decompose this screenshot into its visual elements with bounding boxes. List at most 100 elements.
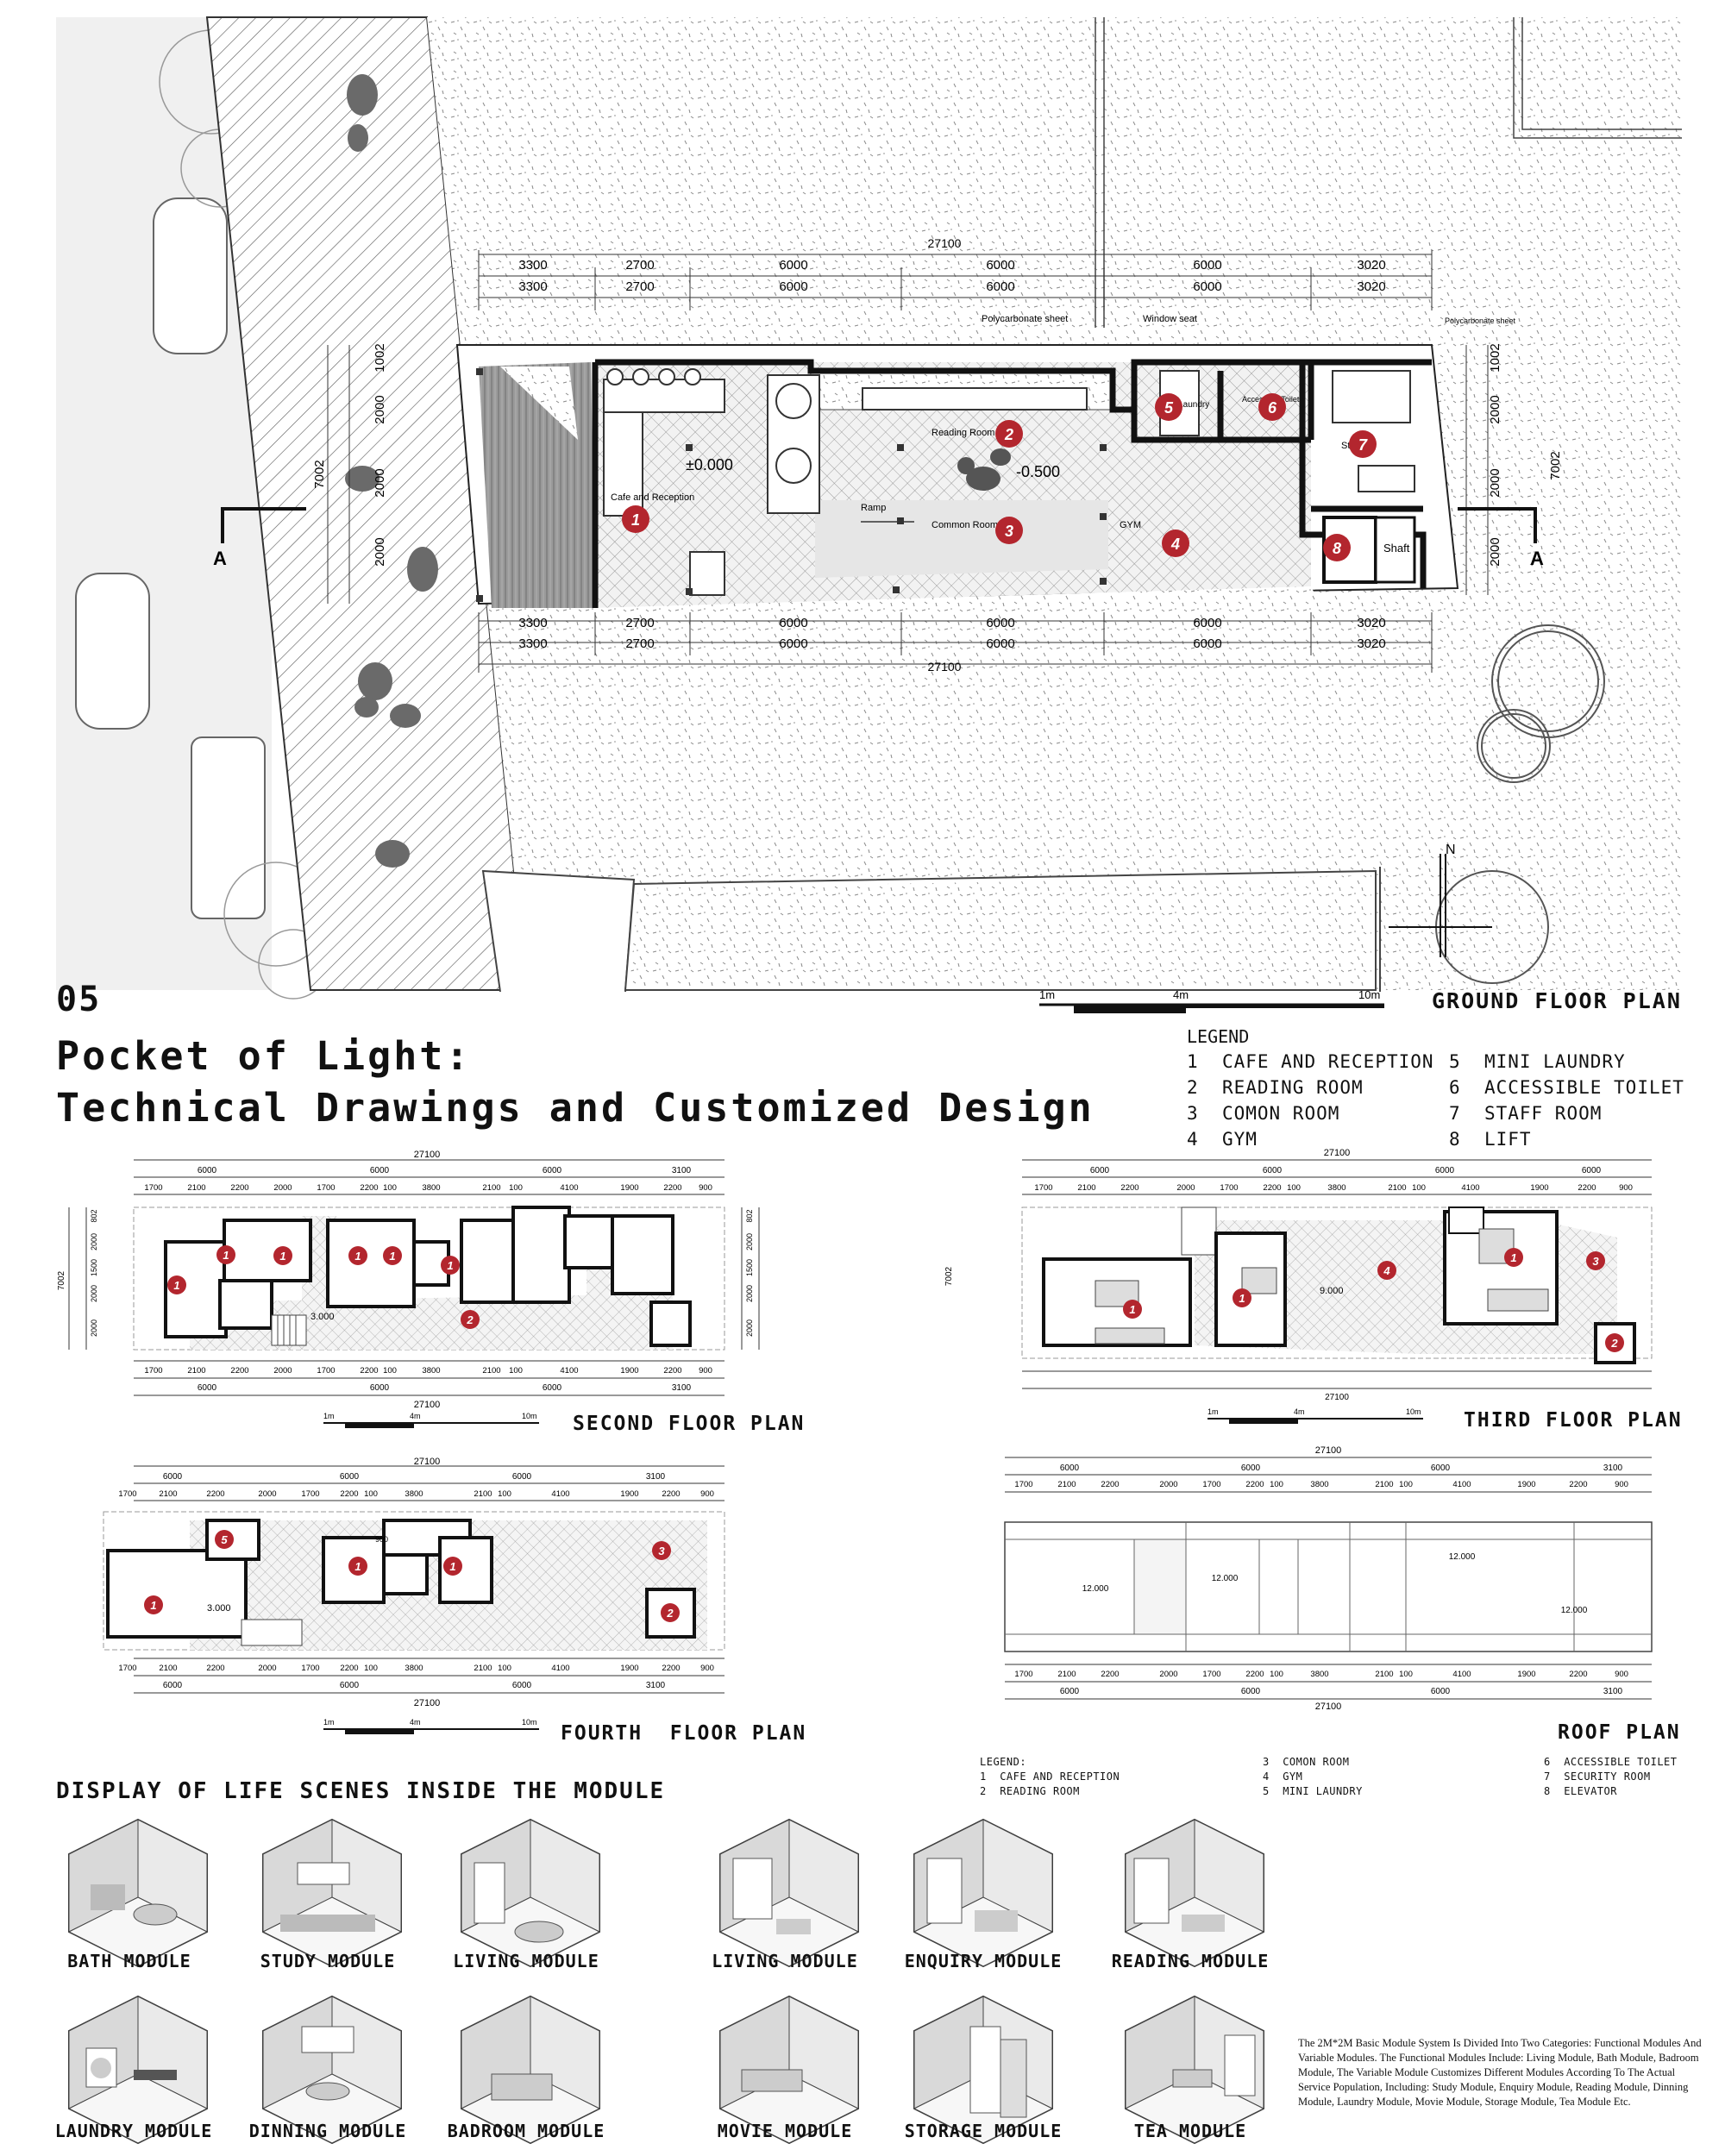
svg-text:1700: 1700 xyxy=(1202,1670,1220,1679)
room-badge-1: 1 xyxy=(1123,1300,1142,1319)
small-legend-item: 3 COMON ROOM xyxy=(1263,1756,1350,1768)
sheet-number: 05 xyxy=(56,980,102,1019)
svg-text:4m: 4m xyxy=(410,1412,421,1420)
svg-text:6000: 6000 xyxy=(512,1681,532,1690)
svg-text:2100: 2100 xyxy=(1388,1183,1406,1193)
svg-text:2: 2 xyxy=(1004,426,1013,443)
svg-text:27100: 27100 xyxy=(414,1400,441,1410)
svg-text:1900: 1900 xyxy=(1530,1183,1548,1193)
svg-text:2000: 2000 xyxy=(745,1285,754,1302)
svg-text:100: 100 xyxy=(498,1664,511,1673)
room-badge-2: 2 xyxy=(1605,1333,1624,1352)
svg-text:4100: 4100 xyxy=(1452,1670,1471,1679)
svg-text:100: 100 xyxy=(1412,1183,1426,1193)
module-label: MOVIE MODULE xyxy=(717,2121,853,2141)
svg-text:2200: 2200 xyxy=(340,1664,358,1673)
module-label: TEA MODULE xyxy=(1133,2121,1247,2141)
svg-text:900: 900 xyxy=(699,1366,712,1376)
svg-text:100: 100 xyxy=(364,1489,378,1499)
room-badge-2: 2 xyxy=(661,1603,680,1622)
svg-text:10m: 10m xyxy=(522,1412,537,1420)
svg-text:27100: 27100 xyxy=(1324,1148,1351,1158)
room-badge-2: 2 xyxy=(461,1310,480,1329)
svg-text:2200: 2200 xyxy=(1101,1480,1119,1489)
svg-text:1: 1 xyxy=(354,1250,361,1263)
svg-text:7002: 7002 xyxy=(944,1266,954,1286)
svg-text:2: 2 xyxy=(666,1607,674,1620)
svg-text:1900: 1900 xyxy=(620,1366,638,1376)
level-000: ±0.000 xyxy=(686,456,733,473)
svg-text:6000: 6000 xyxy=(1193,258,1221,273)
svg-text:27100: 27100 xyxy=(414,1457,441,1467)
svg-text:3800: 3800 xyxy=(422,1183,440,1193)
fourth-floor-plan-label: FOURTH FLOOR PLAN xyxy=(561,1722,807,1745)
svg-text:6000: 6000 xyxy=(198,1383,217,1393)
storage-module-illustration xyxy=(913,1996,1053,2144)
svg-text:2000: 2000 xyxy=(1488,537,1502,566)
svg-text:1700: 1700 xyxy=(301,1664,319,1673)
svg-text:1900: 1900 xyxy=(620,1489,638,1499)
svg-text:1700: 1700 xyxy=(1220,1183,1238,1193)
svg-text:2100: 2100 xyxy=(159,1489,177,1499)
svg-text:2000: 2000 xyxy=(373,537,387,566)
third-floor-plan-label: THIRD FLOOR PLAN xyxy=(1464,1409,1683,1432)
level-050: -0.500 xyxy=(1016,463,1060,480)
movie-module-illustration xyxy=(719,1996,859,2144)
room-badge-1: 1 xyxy=(167,1275,186,1294)
svg-text:1500: 1500 xyxy=(745,1259,754,1276)
svg-text:3800: 3800 xyxy=(1310,1670,1328,1679)
svg-text:6000: 6000 xyxy=(986,616,1014,630)
svg-text:2000: 2000 xyxy=(1488,395,1502,423)
svg-text:8: 8 xyxy=(1333,540,1341,557)
svg-text:1: 1 xyxy=(1129,1303,1135,1316)
svg-text:900: 900 xyxy=(700,1489,714,1499)
legend-item: 5 MINI LAUNDRY xyxy=(1449,1051,1626,1072)
svg-text:6000: 6000 xyxy=(1435,1166,1455,1175)
svg-text:2100: 2100 xyxy=(482,1366,500,1376)
svg-text:10m: 10m xyxy=(1406,1407,1421,1416)
svg-text:2200: 2200 xyxy=(360,1366,378,1376)
svg-text:100: 100 xyxy=(383,1183,397,1193)
svg-text:7002: 7002 xyxy=(57,1270,66,1290)
svg-text:2200: 2200 xyxy=(1101,1670,1119,1679)
svg-text:12.000: 12.000 xyxy=(1212,1574,1239,1583)
small-legend-item: 8 ELEVATOR xyxy=(1544,1785,1617,1797)
small-legend-item: 7 SECURITY ROOM xyxy=(1544,1771,1651,1783)
room-badge-1: 1 xyxy=(1504,1248,1523,1267)
svg-text:2200: 2200 xyxy=(230,1183,248,1193)
svg-text:3020: 3020 xyxy=(1357,258,1385,273)
svg-text:1700: 1700 xyxy=(1202,1480,1220,1489)
svg-text:2200: 2200 xyxy=(1569,1480,1587,1489)
shaft-label: Shaft xyxy=(1383,542,1410,555)
svg-text:2000: 2000 xyxy=(1159,1670,1177,1679)
small-legend-item: 6 ACCESSIBLE TOILET xyxy=(1544,1756,1678,1768)
svg-text:1m: 1m xyxy=(323,1718,335,1727)
svg-text:Polycarbonate sheet: Polycarbonate sheet xyxy=(1445,317,1516,325)
second-floor-plan-label: SECOND FLOOR PLAN xyxy=(573,1413,806,1435)
room-badge-3: 3 xyxy=(1586,1251,1605,1270)
room-badge-1: 1 xyxy=(348,1246,367,1265)
svg-text:2000: 2000 xyxy=(745,1233,754,1250)
legend-item: 8 LIFT xyxy=(1449,1129,1532,1150)
svg-text:6000: 6000 xyxy=(370,1383,390,1393)
svg-text:27100: 27100 xyxy=(414,1698,441,1708)
svg-text:100: 100 xyxy=(383,1366,397,1376)
room-badge-4: 4 xyxy=(1377,1261,1396,1280)
svg-text:7002: 7002 xyxy=(1548,451,1563,479)
svg-text:5: 5 xyxy=(1164,399,1174,417)
fourth-level: 3.000 xyxy=(207,1603,231,1614)
svg-text:2000: 2000 xyxy=(373,395,387,423)
svg-text:4100: 4100 xyxy=(560,1366,578,1376)
svg-text:3300: 3300 xyxy=(518,636,547,651)
module-illustrations xyxy=(68,1819,1264,2144)
svg-text:2200: 2200 xyxy=(1120,1183,1138,1193)
svg-text:27100: 27100 xyxy=(1315,1445,1342,1456)
svg-text:4m: 4m xyxy=(1294,1407,1305,1416)
svg-text:1900: 1900 xyxy=(620,1183,638,1193)
svg-text:2000: 2000 xyxy=(1176,1183,1195,1193)
module-label: STORAGE MODULE xyxy=(904,2121,1063,2141)
room-badges: 1 2 3 4 5 6 7 8 xyxy=(622,393,1377,561)
svg-text:Common Room: Common Room xyxy=(932,520,998,530)
svg-text:1900: 1900 xyxy=(620,1664,638,1673)
